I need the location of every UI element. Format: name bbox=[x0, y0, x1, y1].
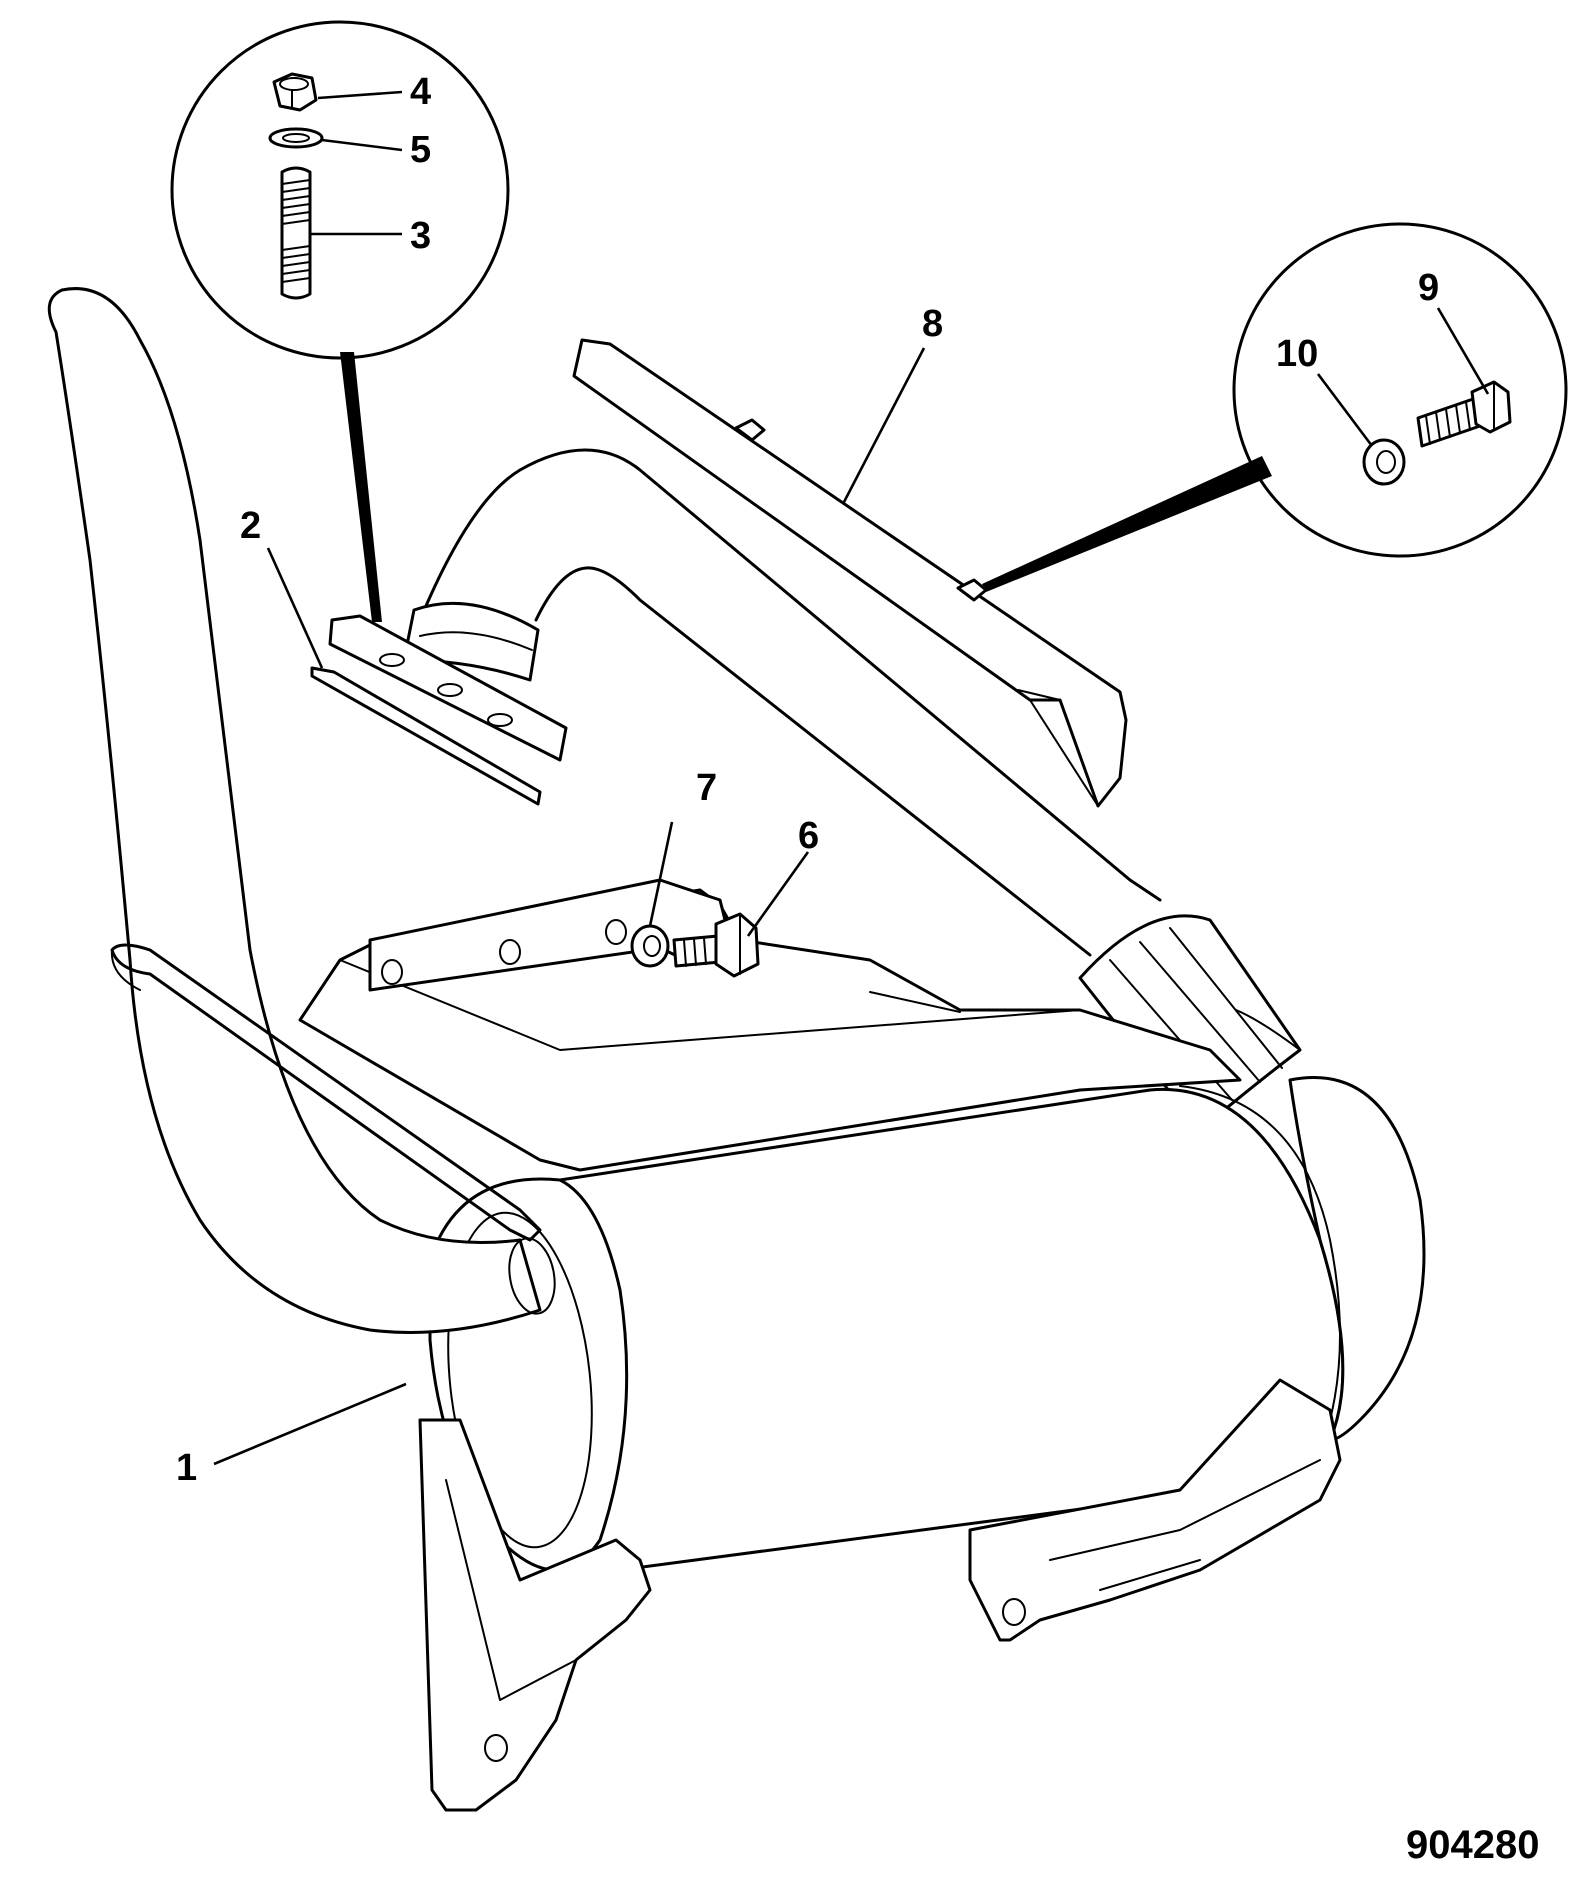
flat-washer-part bbox=[1362, 438, 1406, 486]
bolt-part bbox=[1416, 380, 1512, 448]
callout-8: 8 bbox=[922, 303, 943, 345]
detail-pointer-top bbox=[340, 352, 382, 622]
callout-10: 10 bbox=[1276, 333, 1318, 375]
callout-2: 2 bbox=[240, 505, 261, 547]
callout-7: 7 bbox=[696, 767, 717, 809]
callout-labels: 4 5 3 2 7 6 8 9 10 1 bbox=[176, 71, 1439, 1489]
detail-view-stud-nut-washer bbox=[170, 20, 510, 622]
left-mounting-bracket bbox=[418, 1418, 652, 1812]
washer-part bbox=[268, 127, 324, 149]
bolt-washer bbox=[630, 924, 670, 968]
stud-part bbox=[280, 166, 312, 300]
pipe-clamp bbox=[1078, 914, 1302, 1132]
figure-reference-number: 904280 bbox=[1406, 1823, 1539, 1867]
callout-5: 5 bbox=[410, 129, 431, 171]
callout-1: 1 bbox=[176, 1447, 197, 1489]
flange bbox=[328, 614, 568, 762]
callout-6: 6 bbox=[798, 815, 819, 857]
callout-3: 3 bbox=[410, 215, 431, 257]
leader-lines bbox=[213, 90, 1490, 1466]
nut-part bbox=[272, 72, 318, 112]
gasket bbox=[310, 666, 542, 806]
right-mounting-bracket bbox=[968, 1378, 1342, 1642]
callout-9: 9 bbox=[1418, 267, 1439, 309]
tail-pipe bbox=[47, 287, 556, 1334]
mounting-bolt bbox=[672, 912, 760, 978]
callout-4: 4 bbox=[410, 71, 431, 113]
heat-shield bbox=[572, 338, 1128, 808]
detail-view-bolt-washer bbox=[982, 222, 1568, 592]
detail-pointer-right bbox=[982, 456, 1272, 592]
muffler bbox=[298, 878, 1426, 1573]
